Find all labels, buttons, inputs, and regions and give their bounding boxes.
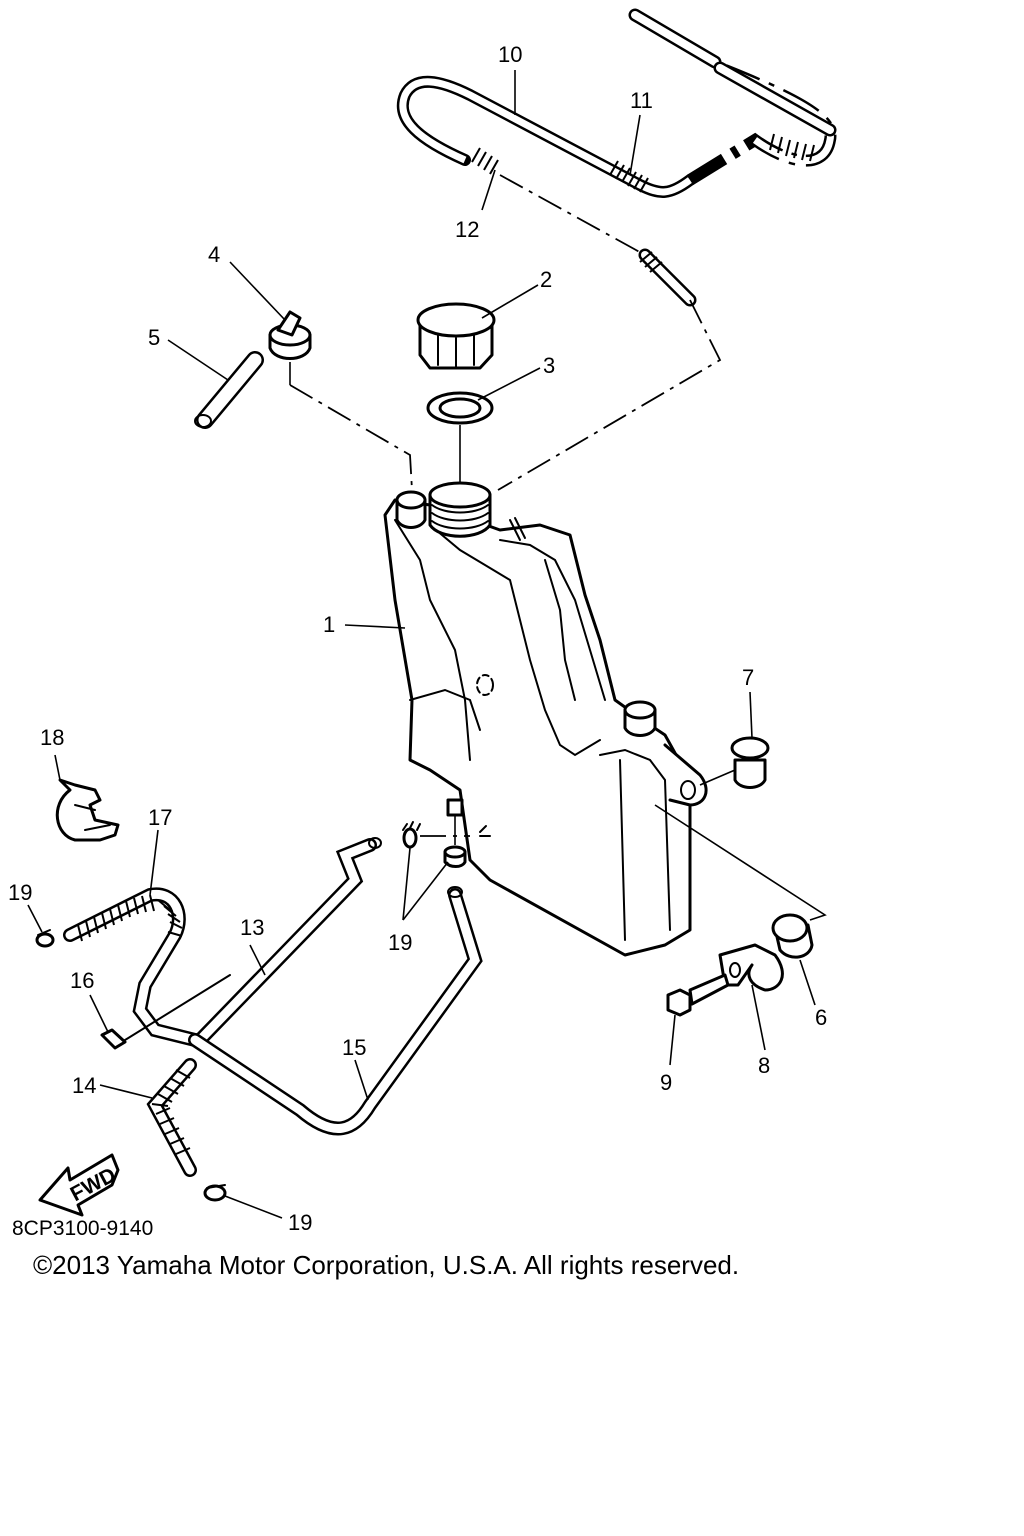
grommet-7 bbox=[730, 736, 770, 789]
oil-tank bbox=[383, 481, 708, 957]
clip-19-center bbox=[402, 821, 491, 868]
short-hose bbox=[194, 351, 264, 429]
oil-tank-exploded-diagram: FWD 1 2 3 4 5 6 7 8 9 10 1 bbox=[8, 8, 837, 1240]
hose-clamp-18 bbox=[55, 778, 120, 842]
hose-12-end bbox=[638, 248, 697, 307]
tank-nipple-left bbox=[395, 490, 427, 529]
callout-11: 11 bbox=[630, 88, 653, 113]
callout-6: 6 bbox=[815, 1005, 827, 1030]
callout-7: 7 bbox=[742, 665, 754, 690]
collar-6 bbox=[771, 913, 814, 959]
callout-19-bottom: 19 bbox=[288, 1210, 312, 1235]
callout-13: 13 bbox=[240, 915, 264, 940]
copyright-notice: ©2013 Yamaha Motor Corporation, U.S.A. A… bbox=[33, 1250, 740, 1280]
clip-19-bottom bbox=[203, 1184, 227, 1202]
coil-12 bbox=[471, 147, 499, 175]
hose-14-coil bbox=[146, 1058, 197, 1177]
coil-11 bbox=[609, 133, 815, 193]
callout-18: 18 bbox=[40, 725, 64, 750]
callout-10: 10 bbox=[498, 42, 522, 67]
callout-17: 17 bbox=[148, 805, 172, 830]
leader-lines bbox=[27, 70, 816, 1219]
bolt-9 bbox=[666, 973, 730, 1017]
callout-16: 16 bbox=[70, 968, 94, 993]
callout-9: 9 bbox=[660, 1070, 672, 1095]
callout-3: 3 bbox=[543, 353, 555, 378]
clip-19-left bbox=[35, 929, 55, 948]
callout-15: 15 bbox=[342, 1035, 366, 1060]
tank-nipple-right bbox=[623, 700, 657, 737]
tank-cap bbox=[416, 302, 496, 370]
hose-15 bbox=[188, 886, 483, 1136]
callout-8: 8 bbox=[758, 1053, 770, 1078]
callout-19-left: 19 bbox=[8, 880, 32, 905]
callout-5: 5 bbox=[148, 325, 160, 350]
clamp-bracket bbox=[718, 943, 784, 992]
diagram-code: 8CP3100-9140 bbox=[12, 1217, 153, 1240]
vent-hose-assembly bbox=[396, 8, 837, 491]
callout-labels: 1 2 3 4 5 6 7 8 9 10 11 12 13 14 15 16 1… bbox=[8, 42, 827, 1235]
fwd-arrow-icon: FWD bbox=[38, 1153, 120, 1217]
filler-neck bbox=[428, 481, 492, 538]
hose-17 bbox=[63, 887, 202, 1047]
callout-12: 12 bbox=[455, 217, 479, 242]
gasket-ring bbox=[426, 391, 494, 425]
callout-4: 4 bbox=[208, 242, 220, 267]
callout-19-center: 19 bbox=[388, 930, 412, 955]
callout-2: 2 bbox=[540, 267, 552, 292]
hose-13 bbox=[193, 837, 382, 1047]
callout-14: 14 bbox=[72, 1073, 96, 1098]
callout-1: 1 bbox=[323, 612, 335, 637]
hose-fitting bbox=[268, 310, 312, 360]
